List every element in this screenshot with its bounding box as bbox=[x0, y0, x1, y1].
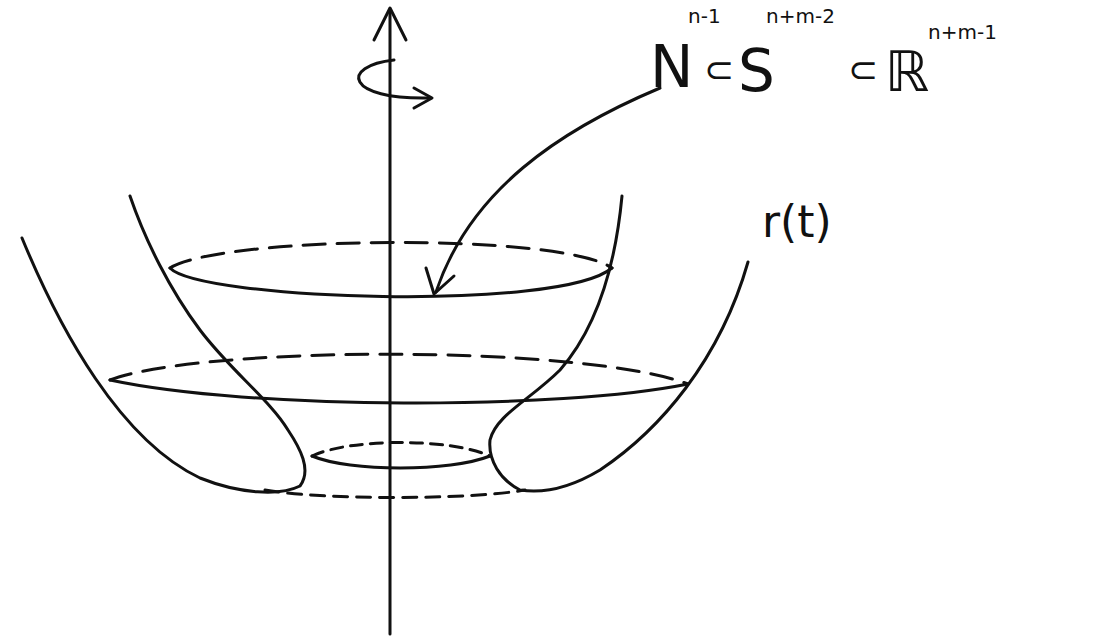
level-set-ellipse bbox=[170, 242, 612, 268]
dimension-superscript: n-1 bbox=[688, 6, 721, 26]
level-set-ellipse bbox=[110, 354, 688, 384]
axis-arrowhead bbox=[374, 8, 406, 40]
leader-arrow bbox=[436, 88, 660, 292]
inclusion-symbol: ⊂ bbox=[704, 52, 734, 88]
level-set-ellipse bbox=[170, 268, 612, 297]
level-set-ellipse bbox=[265, 490, 525, 498]
leader-arrowhead bbox=[426, 268, 454, 294]
manifold-symbol: S bbox=[738, 42, 775, 100]
rotation-arrowhead bbox=[414, 88, 432, 108]
dimension-superscript: n+m-1 bbox=[928, 22, 997, 42]
manifold-symbol: N bbox=[650, 38, 693, 96]
inclusion-symbol: ⊂ bbox=[848, 52, 878, 88]
level-set-ellipse bbox=[110, 380, 688, 403]
profile-curve bbox=[490, 196, 748, 491]
profile-curve bbox=[22, 196, 305, 492]
level-set-ellipse bbox=[312, 443, 490, 457]
dimension-superscript: n+m-2 bbox=[766, 6, 835, 26]
axis-line bbox=[389, 10, 392, 634]
space-symbol: ℝ bbox=[885, 44, 929, 100]
curve-label: r(t) bbox=[762, 200, 832, 244]
level-set-ellipse bbox=[312, 456, 490, 468]
